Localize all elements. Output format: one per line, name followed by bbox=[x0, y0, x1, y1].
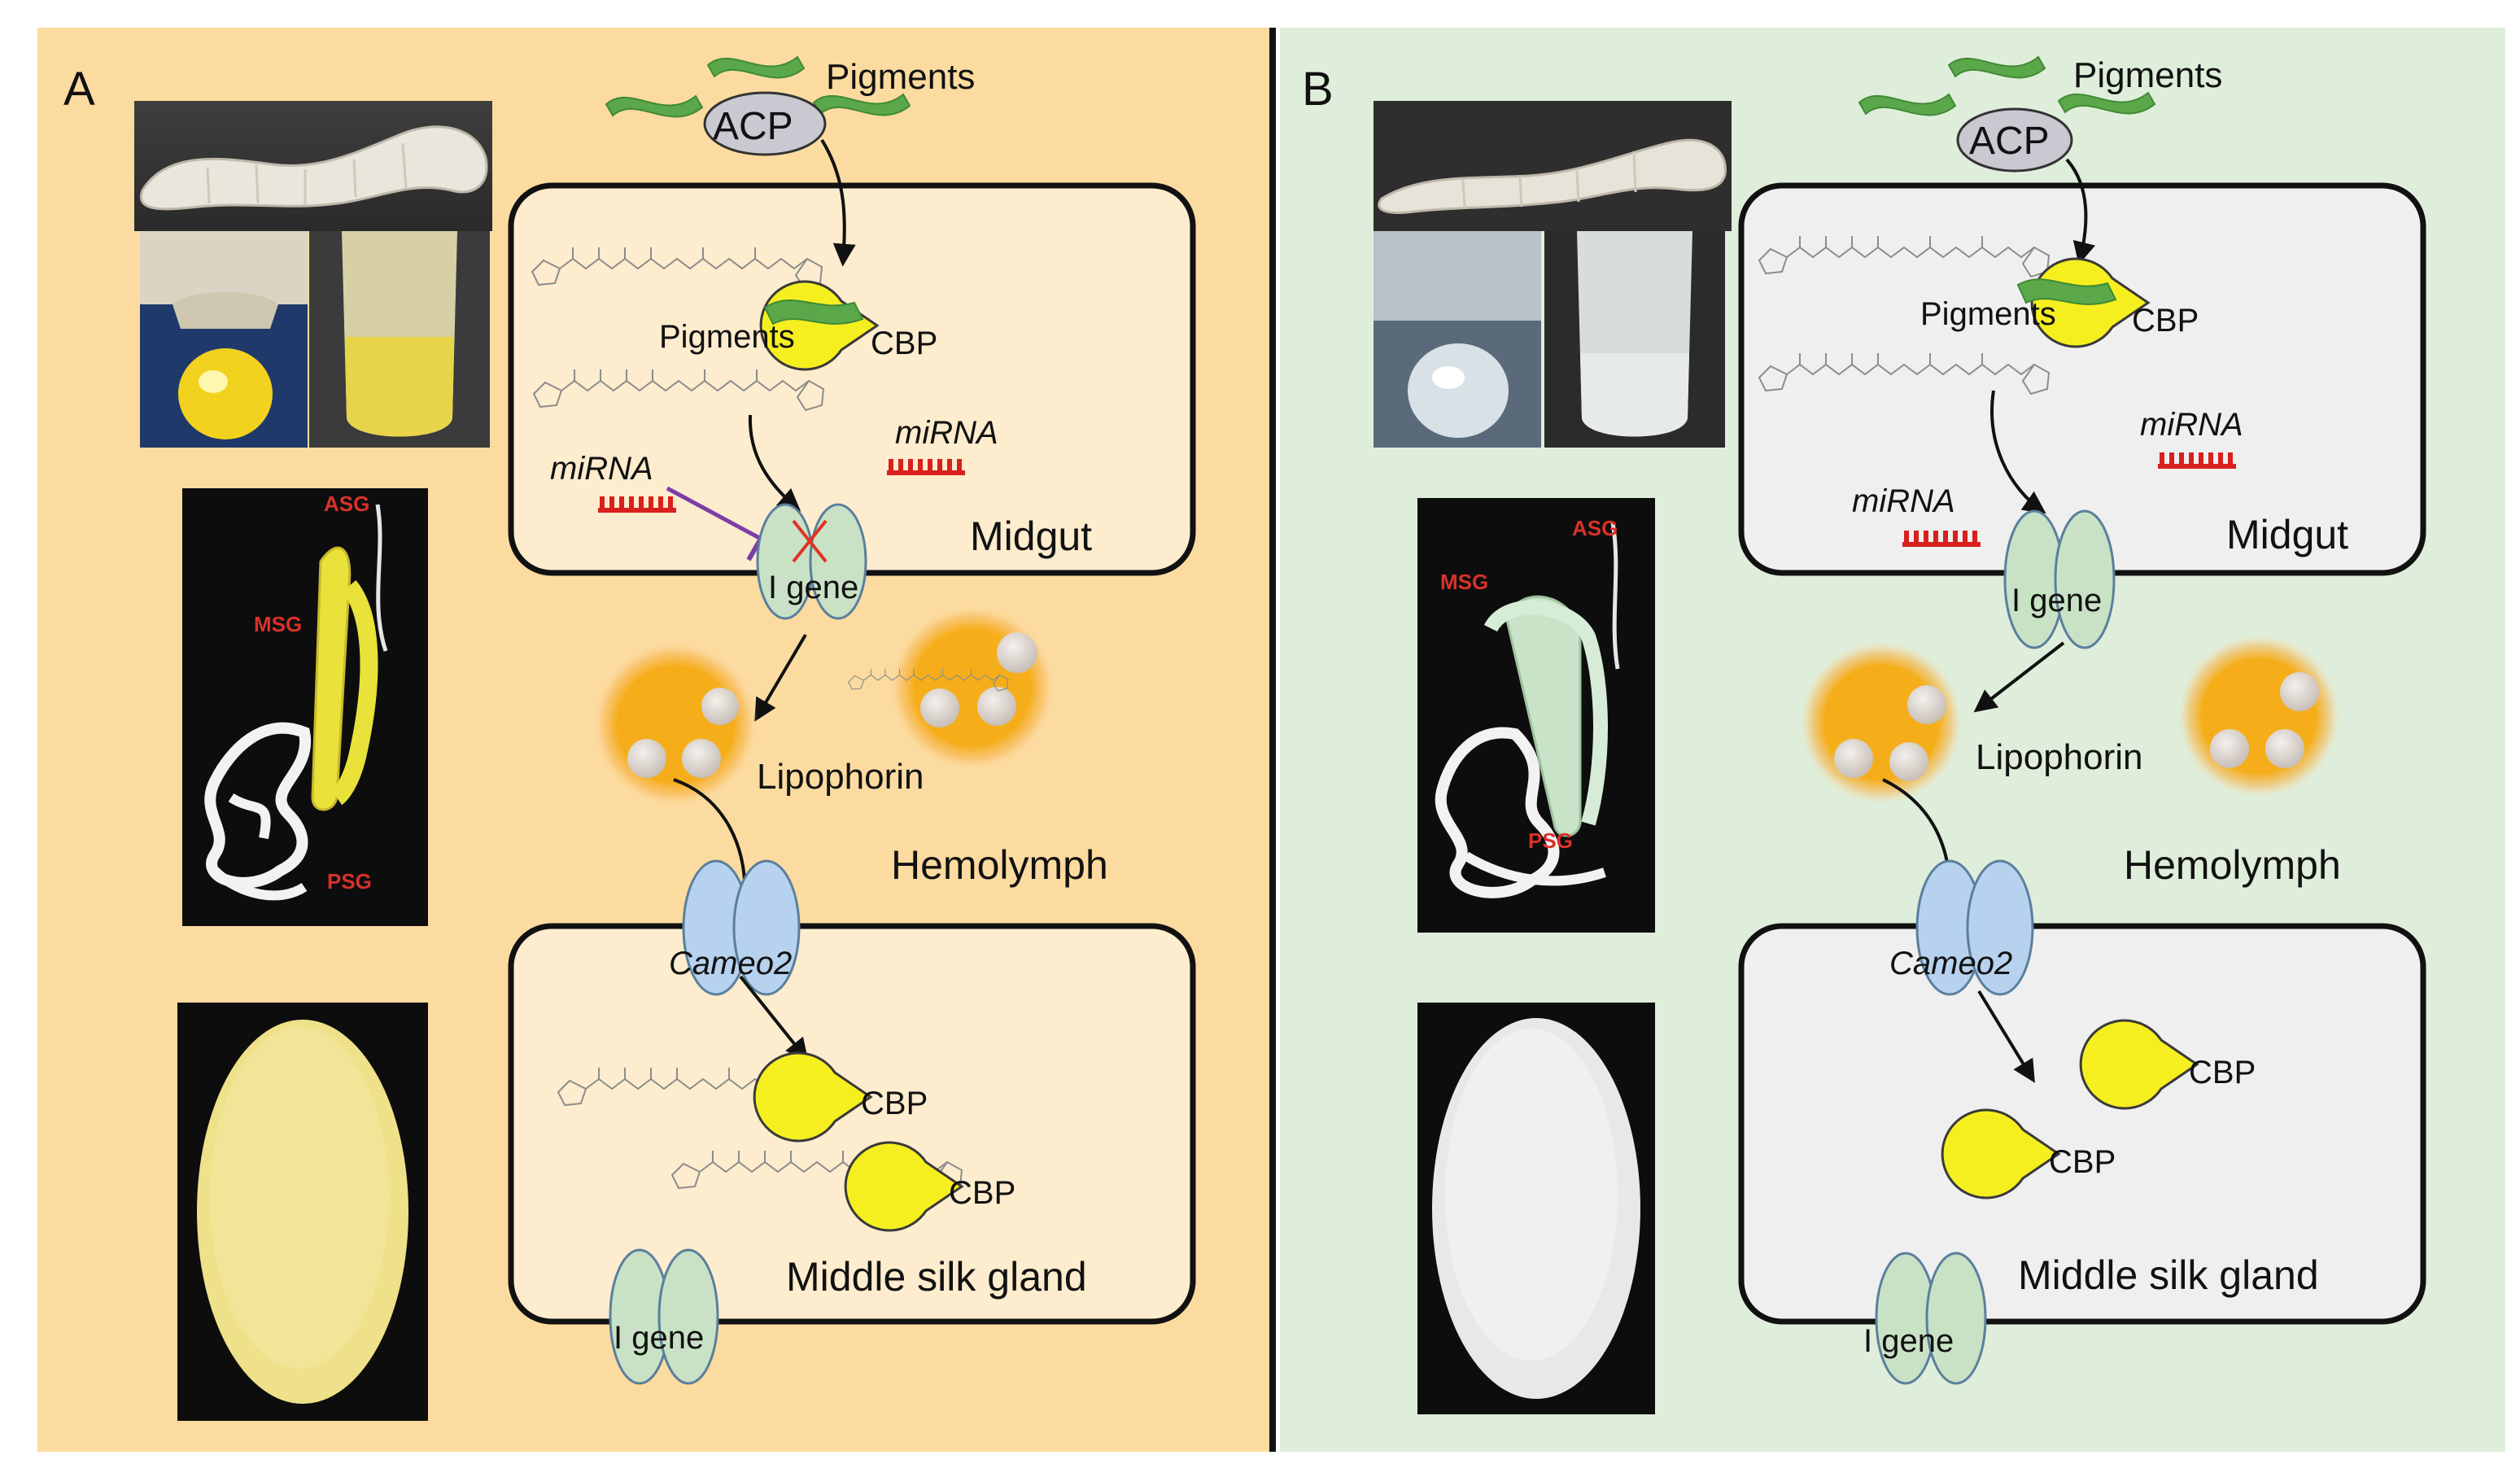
acp-label: ACP bbox=[1969, 120, 2050, 163]
i-gene-channel bbox=[1925, 1252, 1987, 1385]
asg-label: ASG bbox=[324, 492, 370, 516]
acp-protein bbox=[703, 91, 827, 156]
panel-b-letter: B bbox=[1302, 63, 1334, 116]
cameo2-channel bbox=[1966, 859, 2034, 996]
lipophorin-particle bbox=[2177, 635, 2340, 797]
i-gene-label: I gene bbox=[2011, 583, 2103, 618]
i-gene-channel bbox=[2054, 509, 2116, 649]
pigments-label: Pigments bbox=[659, 319, 795, 355]
psg-label: PSG bbox=[327, 869, 372, 894]
i-gene-label: I gene bbox=[614, 1320, 705, 1356]
cbp-label: CBP bbox=[2189, 1055, 2256, 1090]
yellow-cocoon-photo bbox=[177, 1003, 428, 1421]
acp-label: ACP bbox=[713, 105, 793, 148]
mirna-label: miRNA bbox=[550, 451, 653, 487]
i-gene-label: I gene bbox=[1863, 1323, 1954, 1359]
cbp-label: CBP bbox=[2132, 303, 2199, 339]
lipophorin-particle bbox=[1800, 641, 1963, 804]
silk-gland-cell bbox=[508, 923, 1196, 1325]
msg-label: MSG bbox=[254, 612, 303, 636]
i-gene-channel bbox=[809, 503, 867, 620]
mirna-label: miRNA bbox=[1852, 483, 1955, 519]
lipophorin-particle bbox=[592, 641, 758, 807]
pigments-label: Pigments bbox=[826, 57, 976, 97]
larva-photo bbox=[1374, 101, 1732, 231]
middle-silk-gland-label: Middle silk gland bbox=[786, 1254, 1087, 1300]
silk-gland-cell bbox=[1738, 923, 2426, 1325]
msg-label: MSG bbox=[1440, 570, 1489, 594]
midgut-label: Midgut bbox=[970, 513, 1093, 559]
blocked-cross bbox=[792, 519, 828, 563]
inhibition-line bbox=[666, 486, 762, 541]
lipophorin-particle bbox=[889, 605, 1055, 771]
panel-a-letter: A bbox=[63, 63, 95, 116]
cameo2-label: Cameo2 bbox=[1889, 946, 2013, 981]
cameo2-channel bbox=[732, 859, 801, 996]
pigments-label: Pigments bbox=[2073, 55, 2223, 95]
lipophorin-label: Lipophorin bbox=[757, 757, 924, 797]
cbp-label: CBP bbox=[871, 326, 938, 361]
cbp-label: CBP bbox=[949, 1175, 1016, 1211]
cbp-label: CBP bbox=[2049, 1144, 2116, 1180]
pigments-label: Pigments bbox=[1920, 296, 2056, 332]
larva-photo bbox=[134, 101, 492, 231]
white-cocoon-photo bbox=[1417, 1003, 1655, 1414]
hemolymph-droplet-photo bbox=[140, 231, 308, 448]
silk-gland-photo bbox=[182, 488, 428, 926]
silk-gland-photo bbox=[1417, 498, 1655, 933]
panel-b-diagram bbox=[1738, 56, 2426, 1385]
hemolymph-label: Hemolymph bbox=[891, 842, 1108, 888]
i-gene-label: I gene bbox=[768, 570, 859, 605]
midgut-label: Midgut bbox=[2226, 512, 2349, 557]
hemolymph-label: Hemolymph bbox=[2124, 842, 2341, 888]
cameo2-label: Cameo2 bbox=[669, 946, 793, 981]
hemolymph-tube-photo bbox=[309, 231, 490, 448]
cbp-label: CBP bbox=[861, 1086, 928, 1121]
mirna-label: miRNA bbox=[895, 415, 998, 451]
hemolymph-tube-photo bbox=[1544, 231, 1725, 448]
acp-protein bbox=[1956, 107, 2073, 173]
i-gene-channel bbox=[657, 1248, 719, 1385]
hemolymph-droplet-photo bbox=[1374, 231, 1541, 448]
panel-divider bbox=[1269, 28, 1276, 1452]
mirna-label: miRNA bbox=[2140, 407, 2243, 443]
panel-a-diagram bbox=[508, 56, 1196, 1385]
middle-silk-gland-label: Middle silk gland bbox=[2018, 1252, 2319, 1298]
psg-label: PSG bbox=[1528, 828, 1573, 853]
lipophorin-label: Lipophorin bbox=[1976, 737, 2143, 777]
asg-label: ASG bbox=[1572, 516, 1618, 540]
